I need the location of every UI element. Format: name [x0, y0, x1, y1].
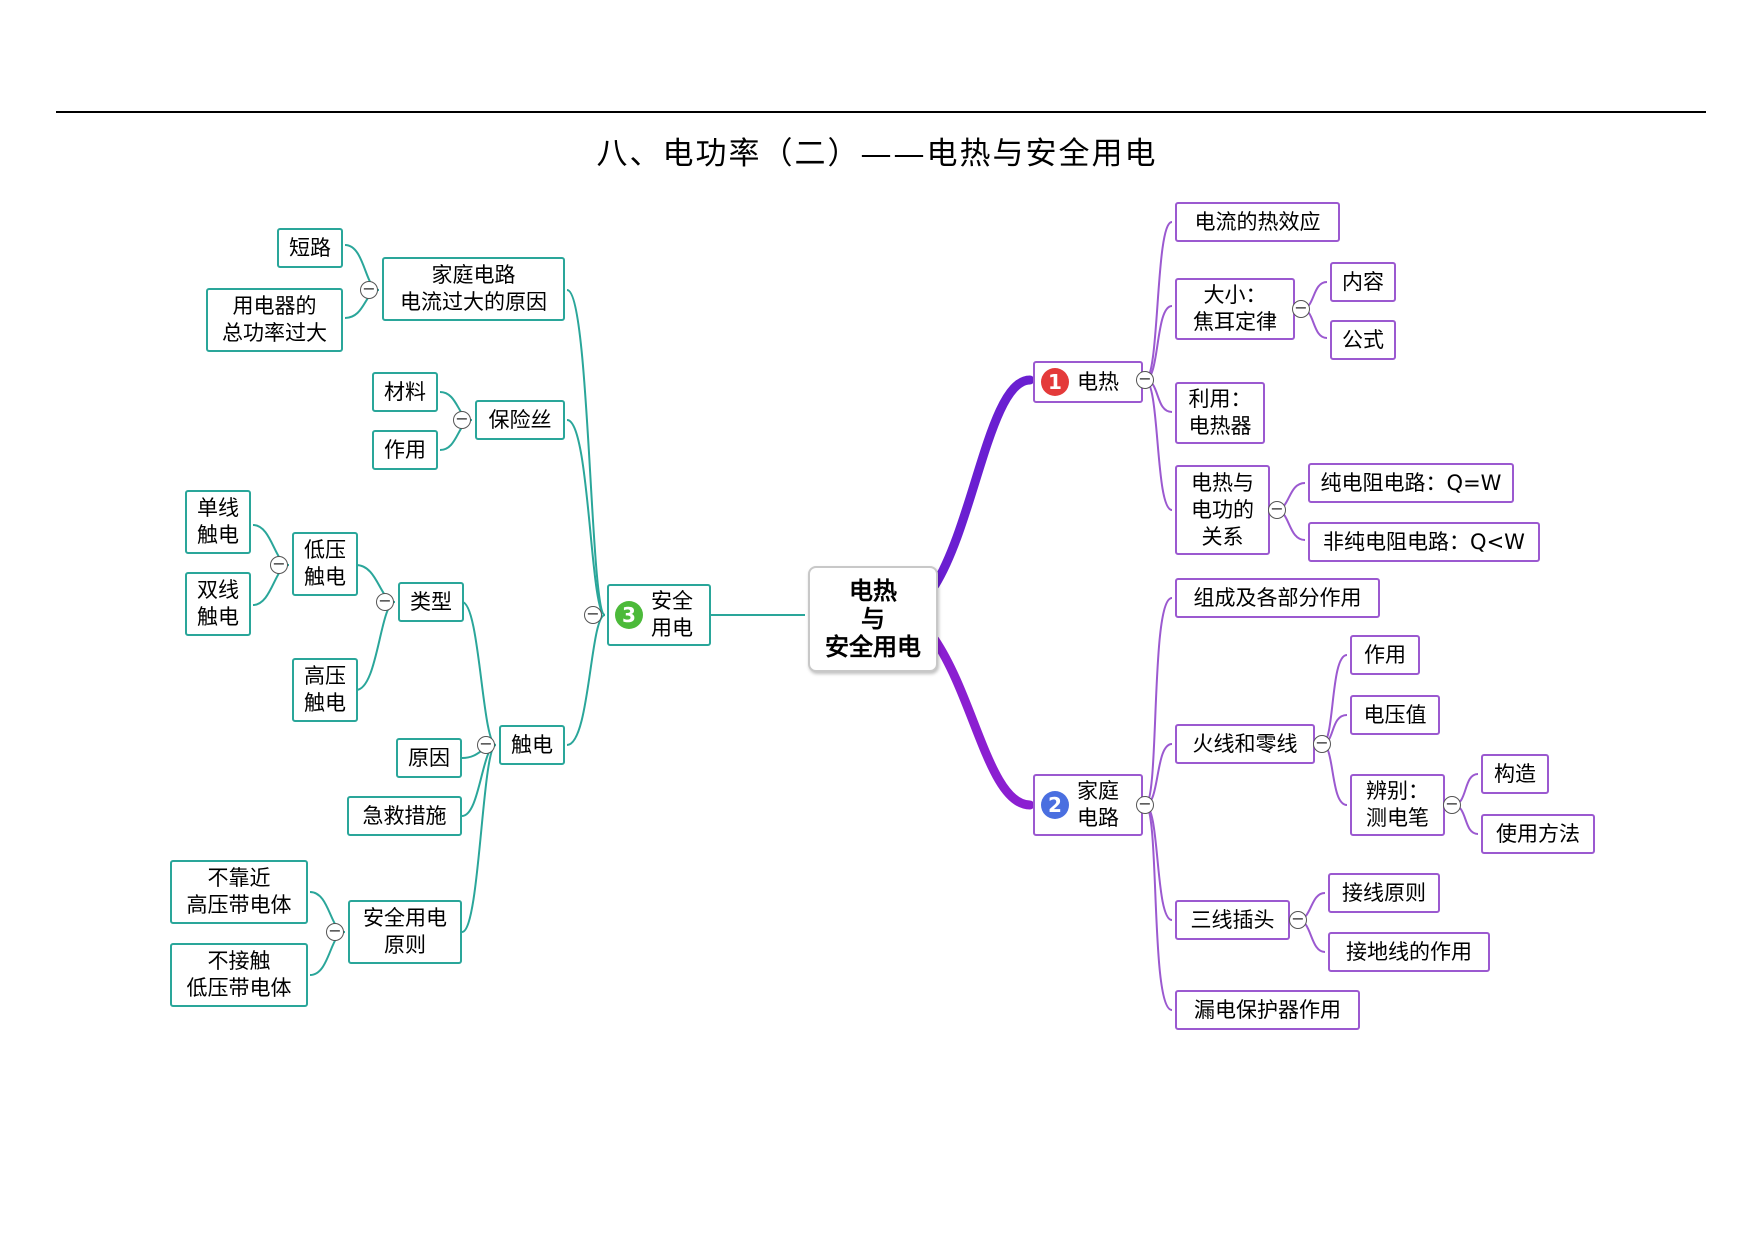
- collapse-toggle-icon[interactable]: −: [376, 593, 394, 611]
- node-shock-cause[interactable]: 原因: [396, 738, 462, 778]
- connector-b3-c1: [461, 601, 497, 746]
- node-usage-method[interactable]: 使用方法: [1481, 814, 1595, 854]
- node-low-voltage-shock[interactable]: 低压 触电: [292, 532, 358, 596]
- connector-b1-a: [1144, 221, 1173, 381]
- connector-central-branch2: [930, 635, 1035, 810]
- connector-b3-b: [566, 419, 606, 616]
- collapse-toggle-icon[interactable]: −: [1292, 300, 1310, 318]
- node-overcurrent-causes[interactable]: 家庭电路 电流过大的原因: [382, 257, 565, 321]
- collapse-toggle-icon[interactable]: −: [326, 923, 344, 941]
- badge-1-icon: 1: [1041, 368, 1069, 396]
- node-electric-shock[interactable]: 触电: [499, 725, 565, 765]
- node-live-neutral[interactable]: 火线和零线: [1175, 724, 1315, 764]
- connector-b2-c: [1144, 804, 1173, 921]
- node-total-power-too-large[interactable]: 用电器的 总功率过大: [206, 288, 343, 352]
- node-pure-resistive[interactable]: 纯电阻电路：Q=W: [1308, 463, 1514, 503]
- connector-b2-d: [1144, 804, 1173, 1011]
- node-voltage-value[interactable]: 电压值: [1350, 695, 1440, 735]
- node-material[interactable]: 材料: [372, 372, 438, 412]
- node-fuse[interactable]: 保险丝: [475, 400, 565, 440]
- node-double-wire-shock[interactable]: 双线 触电: [185, 572, 251, 636]
- connector-b3-c: [566, 614, 606, 746]
- node-structure[interactable]: 构造: [1481, 754, 1549, 794]
- central-topic[interactable]: 电热 与 安全用电: [808, 566, 938, 672]
- node-single-wire-shock[interactable]: 单线 触电: [185, 490, 251, 554]
- connector-b3-a: [566, 289, 606, 616]
- node-non-pure-resistive[interactable]: 非纯电阻电路：Q<W: [1308, 522, 1540, 562]
- badge-3-icon: 3: [615, 601, 643, 629]
- collapse-toggle-icon[interactable]: −: [477, 736, 495, 754]
- node-ground-wire[interactable]: 接地线的作用: [1328, 932, 1490, 972]
- branch-3-label: 安全 用电: [651, 589, 693, 640]
- collapse-toggle-icon[interactable]: −: [1136, 796, 1154, 814]
- page-title: 八、电功率（二）——电热与安全用电: [596, 136, 1158, 172]
- node-no-contact-low-voltage[interactable]: 不接触 低压带电体: [170, 943, 308, 1007]
- node-first-aid[interactable]: 急救措施: [347, 796, 462, 836]
- connector-b2-b3: [1321, 743, 1348, 806]
- node-fuse-function[interactable]: 作用: [372, 430, 438, 470]
- collapse-toggle-icon[interactable]: −: [1313, 735, 1331, 753]
- node-test-pen[interactable]: 辨别： 测电笔: [1350, 774, 1445, 836]
- branch-2-label: 家庭 电路: [1077, 779, 1119, 830]
- node-avoid-high-voltage[interactable]: 不靠近 高压带电体: [170, 860, 308, 924]
- collapse-toggle-icon[interactable]: −: [1268, 501, 1286, 519]
- node-composition[interactable]: 组成及各部分作用: [1175, 578, 1380, 618]
- top-rule: [56, 111, 1706, 113]
- node-joule-law[interactable]: 大小： 焦耳定律: [1175, 278, 1295, 340]
- connector-central-branch1: [930, 375, 1035, 590]
- connector-b2-b1: [1321, 654, 1348, 745]
- collapse-toggle-icon[interactable]: −: [1443, 796, 1461, 814]
- branch-2-node[interactable]: 2 家庭 电路: [1033, 774, 1143, 836]
- node-shock-type[interactable]: 类型: [398, 582, 464, 622]
- branch-3-node[interactable]: 3 安全 用电: [607, 584, 711, 646]
- badge-2-icon: 2: [1041, 791, 1069, 819]
- node-heater-usage[interactable]: 利用： 电热器: [1175, 382, 1265, 444]
- collapse-toggle-icon[interactable]: −: [360, 281, 378, 299]
- collapse-toggle-icon[interactable]: −: [1289, 911, 1307, 929]
- collapse-toggle-icon[interactable]: −: [1136, 371, 1154, 389]
- node-three-prong-plug[interactable]: 三线插头: [1175, 900, 1290, 940]
- node-safety-principles[interactable]: 安全用电 原则: [348, 900, 462, 964]
- node-leakage-protector[interactable]: 漏电保护器作用: [1175, 990, 1360, 1030]
- node-content[interactable]: 内容: [1330, 262, 1396, 302]
- node-current-heating-effect[interactable]: 电流的热效应: [1175, 202, 1340, 242]
- collapse-toggle-icon[interactable]: −: [584, 606, 602, 624]
- node-formula[interactable]: 公式: [1330, 320, 1396, 360]
- collapse-toggle-icon[interactable]: −: [453, 411, 471, 429]
- connector-b3-c1b: [355, 601, 396, 691]
- branch-1-node[interactable]: 1 电热: [1033, 361, 1143, 403]
- node-function[interactable]: 作用: [1350, 635, 1420, 675]
- node-short-circuit[interactable]: 短路: [277, 228, 343, 268]
- node-heat-work-relation[interactable]: 电热与 电功的 关系: [1175, 465, 1270, 555]
- branch-1-label: 电热: [1077, 369, 1119, 394]
- node-high-voltage-shock[interactable]: 高压 触电: [292, 658, 358, 722]
- connector-b3-c4: [461, 744, 497, 933]
- node-wiring-principle[interactable]: 接线原则: [1328, 873, 1440, 913]
- collapse-toggle-icon[interactable]: −: [270, 556, 288, 574]
